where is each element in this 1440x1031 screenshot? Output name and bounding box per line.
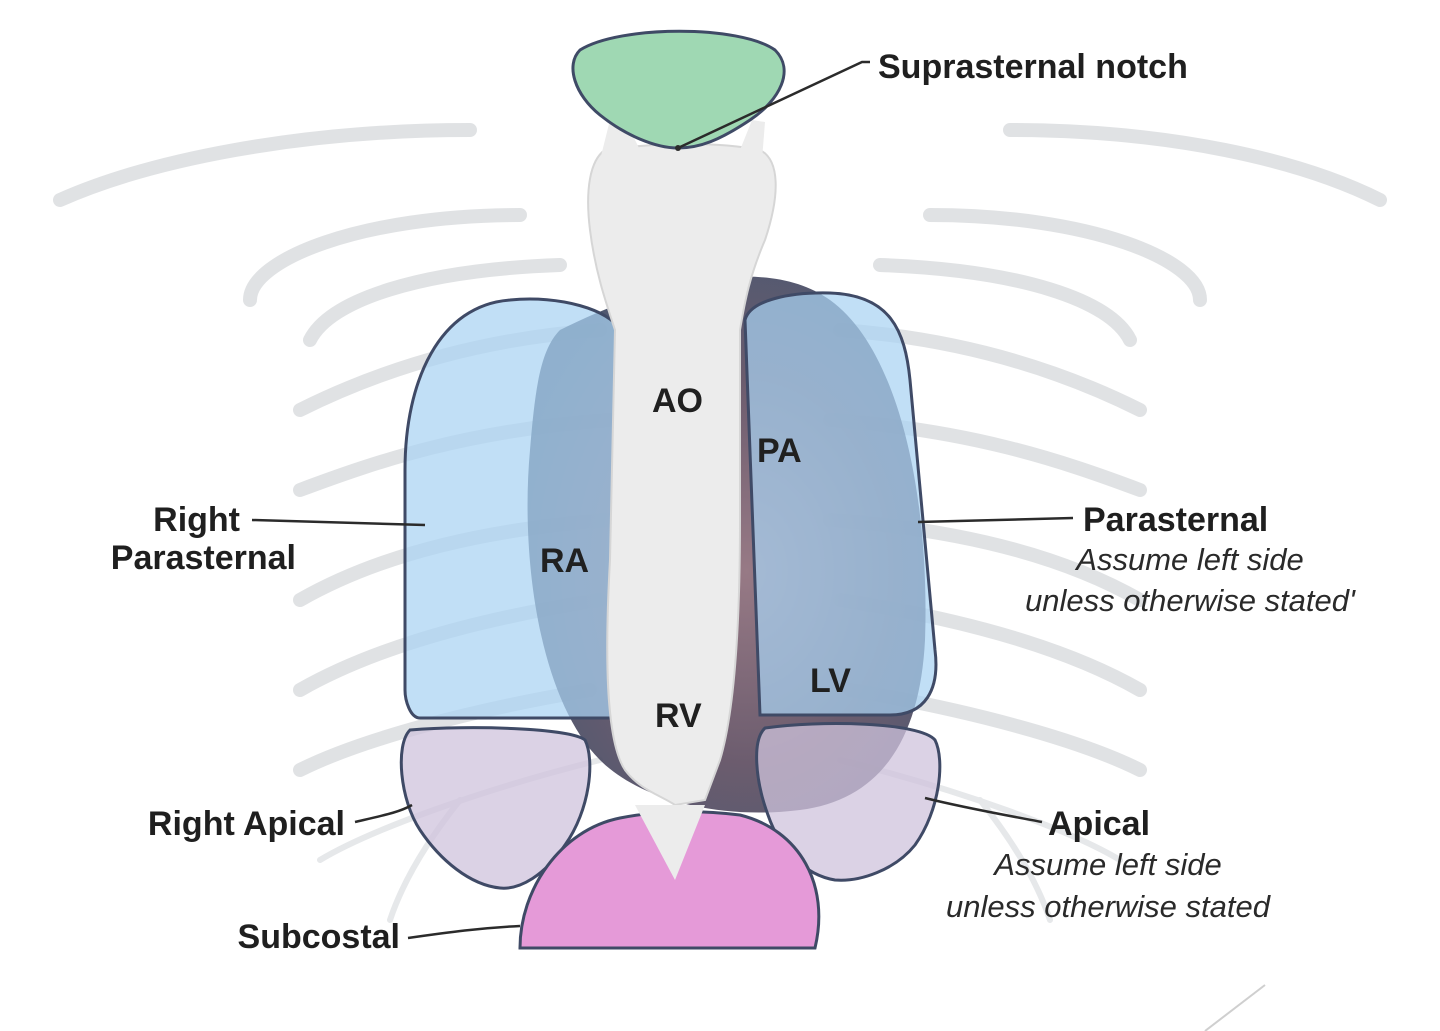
- rv-label: RV: [655, 697, 702, 735]
- clavicle-right: [740, 120, 765, 160]
- apical-label: Apical: [1048, 805, 1150, 843]
- suprasternal-label: Suprasternal notch: [878, 48, 1188, 86]
- apical-leader: [924, 796, 1043, 824]
- right-parasternal-label-line1: Right: [153, 501, 240, 539]
- apical-window: [755, 722, 942, 882]
- parasternal-note-line2: unless otherwise stated': [1025, 583, 1356, 618]
- apical-note-line1: Assume left side: [992, 847, 1221, 882]
- parasternal-window: [743, 291, 938, 717]
- lv-label: LV: [810, 662, 851, 700]
- ra-label: RA: [540, 542, 589, 580]
- subcostal-label: Subcostal: [238, 918, 400, 956]
- suprasternal-window: [571, 29, 786, 150]
- parasternal-leader: [917, 516, 1074, 524]
- apical-note-line2: unless otherwise stated: [946, 889, 1272, 924]
- pa-label: PA: [757, 432, 802, 470]
- right-apical-label: Right Apical: [148, 805, 345, 843]
- right-parasternal-label-line2: Parasternal: [111, 539, 296, 577]
- suprasternal-leader-dot: [675, 145, 681, 151]
- right-parasternal-window: [403, 297, 622, 720]
- right-apical-leader: [354, 803, 413, 824]
- corner-decoration: [1204, 984, 1266, 1031]
- sternum: [587, 143, 777, 807]
- suprasternal-leader: [677, 60, 870, 150]
- subcostal-leader: [407, 924, 521, 940]
- parasternal-label: Parasternal: [1083, 501, 1268, 539]
- right-parasternal-leader: [251, 518, 426, 527]
- ao-label: AO: [652, 382, 703, 420]
- xiphoid: [635, 805, 705, 880]
- parasternal-note-line1: Assume left side: [1074, 542, 1303, 577]
